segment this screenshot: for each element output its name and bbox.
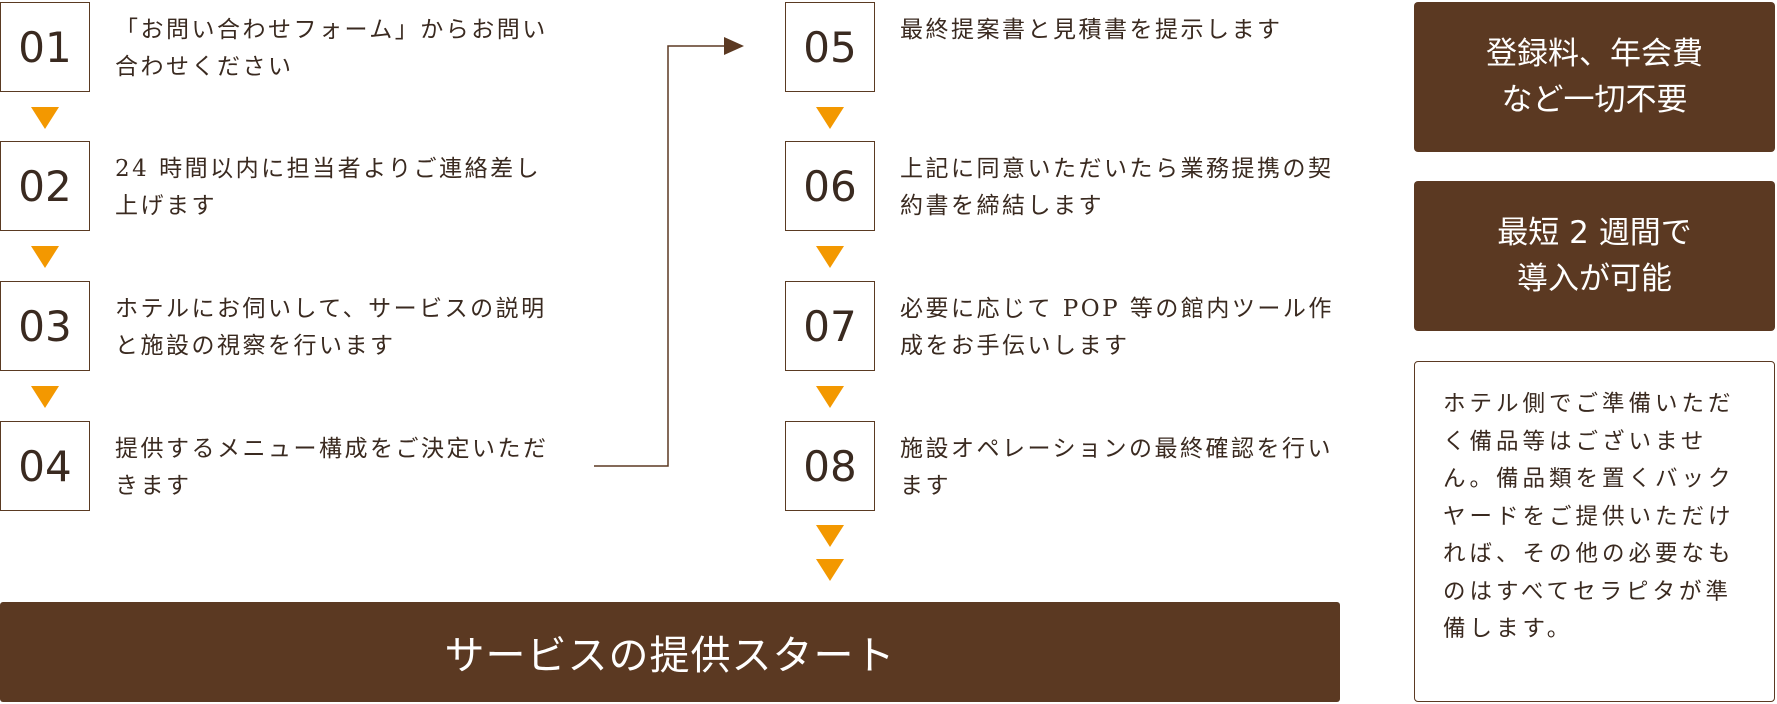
down-arrow-icon: [816, 107, 844, 129]
step-number: 02: [0, 141, 90, 231]
step-text: 施設オペレーションの最終確認を行います: [900, 436, 1334, 499]
quick-setup-line1: 最短 2 週間で: [1497, 215, 1692, 251]
step-02: 02 24 時間以内に担当者よりご連絡差し上げます: [0, 141, 720, 233]
step-text: 必要に応じて POP 等の館内ツール作成をお手伝いします: [900, 296, 1334, 359]
step-07: 07 必要に応じて POP 等の館内ツール作成をお手伝いします: [785, 281, 1345, 373]
step-number: 08: [785, 421, 875, 511]
step-text: 上記に同意いただいたら業務提携の契約書を締結します: [900, 156, 1334, 219]
down-arrow-icon: [816, 246, 844, 268]
step-number: 04: [0, 421, 90, 511]
step-01: 01 「お問い合わせフォーム」からお問い合わせください: [0, 2, 720, 94]
down-arrow-icon: [816, 386, 844, 408]
equipment-note-box: ホテル側でご準備いただく備品等はございません。備品類を置くバックヤードをご提供い…: [1414, 361, 1775, 702]
step-03: 03 ホテルにお伺いして、サービスの説明と施設の視察を行います: [0, 281, 720, 373]
step-text: 「お問い合わせフォーム」からお問い合わせください: [115, 17, 548, 80]
no-fee-line1: 登録料、年会費: [1486, 36, 1703, 72]
step-number: 01: [0, 2, 90, 92]
down-arrow-icon: [816, 525, 844, 547]
no-fee-box: 登録料、年会費 など一切不要: [1414, 2, 1775, 152]
quick-setup-box: 最短 2 週間で 導入が可能: [1414, 181, 1775, 331]
no-fee-line2: など一切不要: [1501, 82, 1688, 118]
down-arrow-icon: [31, 107, 59, 129]
step-text: 最終提案書と見積書を提示します: [900, 17, 1283, 43]
step-number: 06: [785, 141, 875, 231]
equipment-note-text: ホテル側でご準備いただく備品等はございません。備品類を置くバックヤードをご提供い…: [1443, 391, 1735, 642]
step-text: ホテルにお伺いして、サービスの説明と施設の視察を行います: [115, 296, 547, 359]
step-text: 24 時間以内に担当者よりご連絡差し上げます: [115, 156, 542, 219]
step-06: 06 上記に同意いただいたら業務提携の契約書を締結します: [785, 141, 1345, 233]
down-arrow-icon: [31, 386, 59, 408]
step-08: 08 施設オペレーションの最終確認を行います: [785, 421, 1345, 513]
step-04: 04 提供するメニュー構成をご決定いただきます: [0, 421, 720, 513]
down-arrow-icon: [31, 246, 59, 268]
step-text: 提供するメニュー構成をご決定いただきます: [115, 436, 549, 499]
step-number: 07: [785, 281, 875, 371]
service-start-banner: サービスの提供スタート: [0, 602, 1340, 702]
quick-setup-line2: 導入が可能: [1517, 261, 1672, 297]
step-05: 05 最終提案書と見積書を提示します: [785, 2, 1345, 94]
step-number: 03: [0, 281, 90, 371]
down-arrow-icon: [816, 559, 844, 581]
service-start-label: サービスの提供スタート: [444, 633, 896, 679]
step-number: 05: [785, 2, 875, 92]
